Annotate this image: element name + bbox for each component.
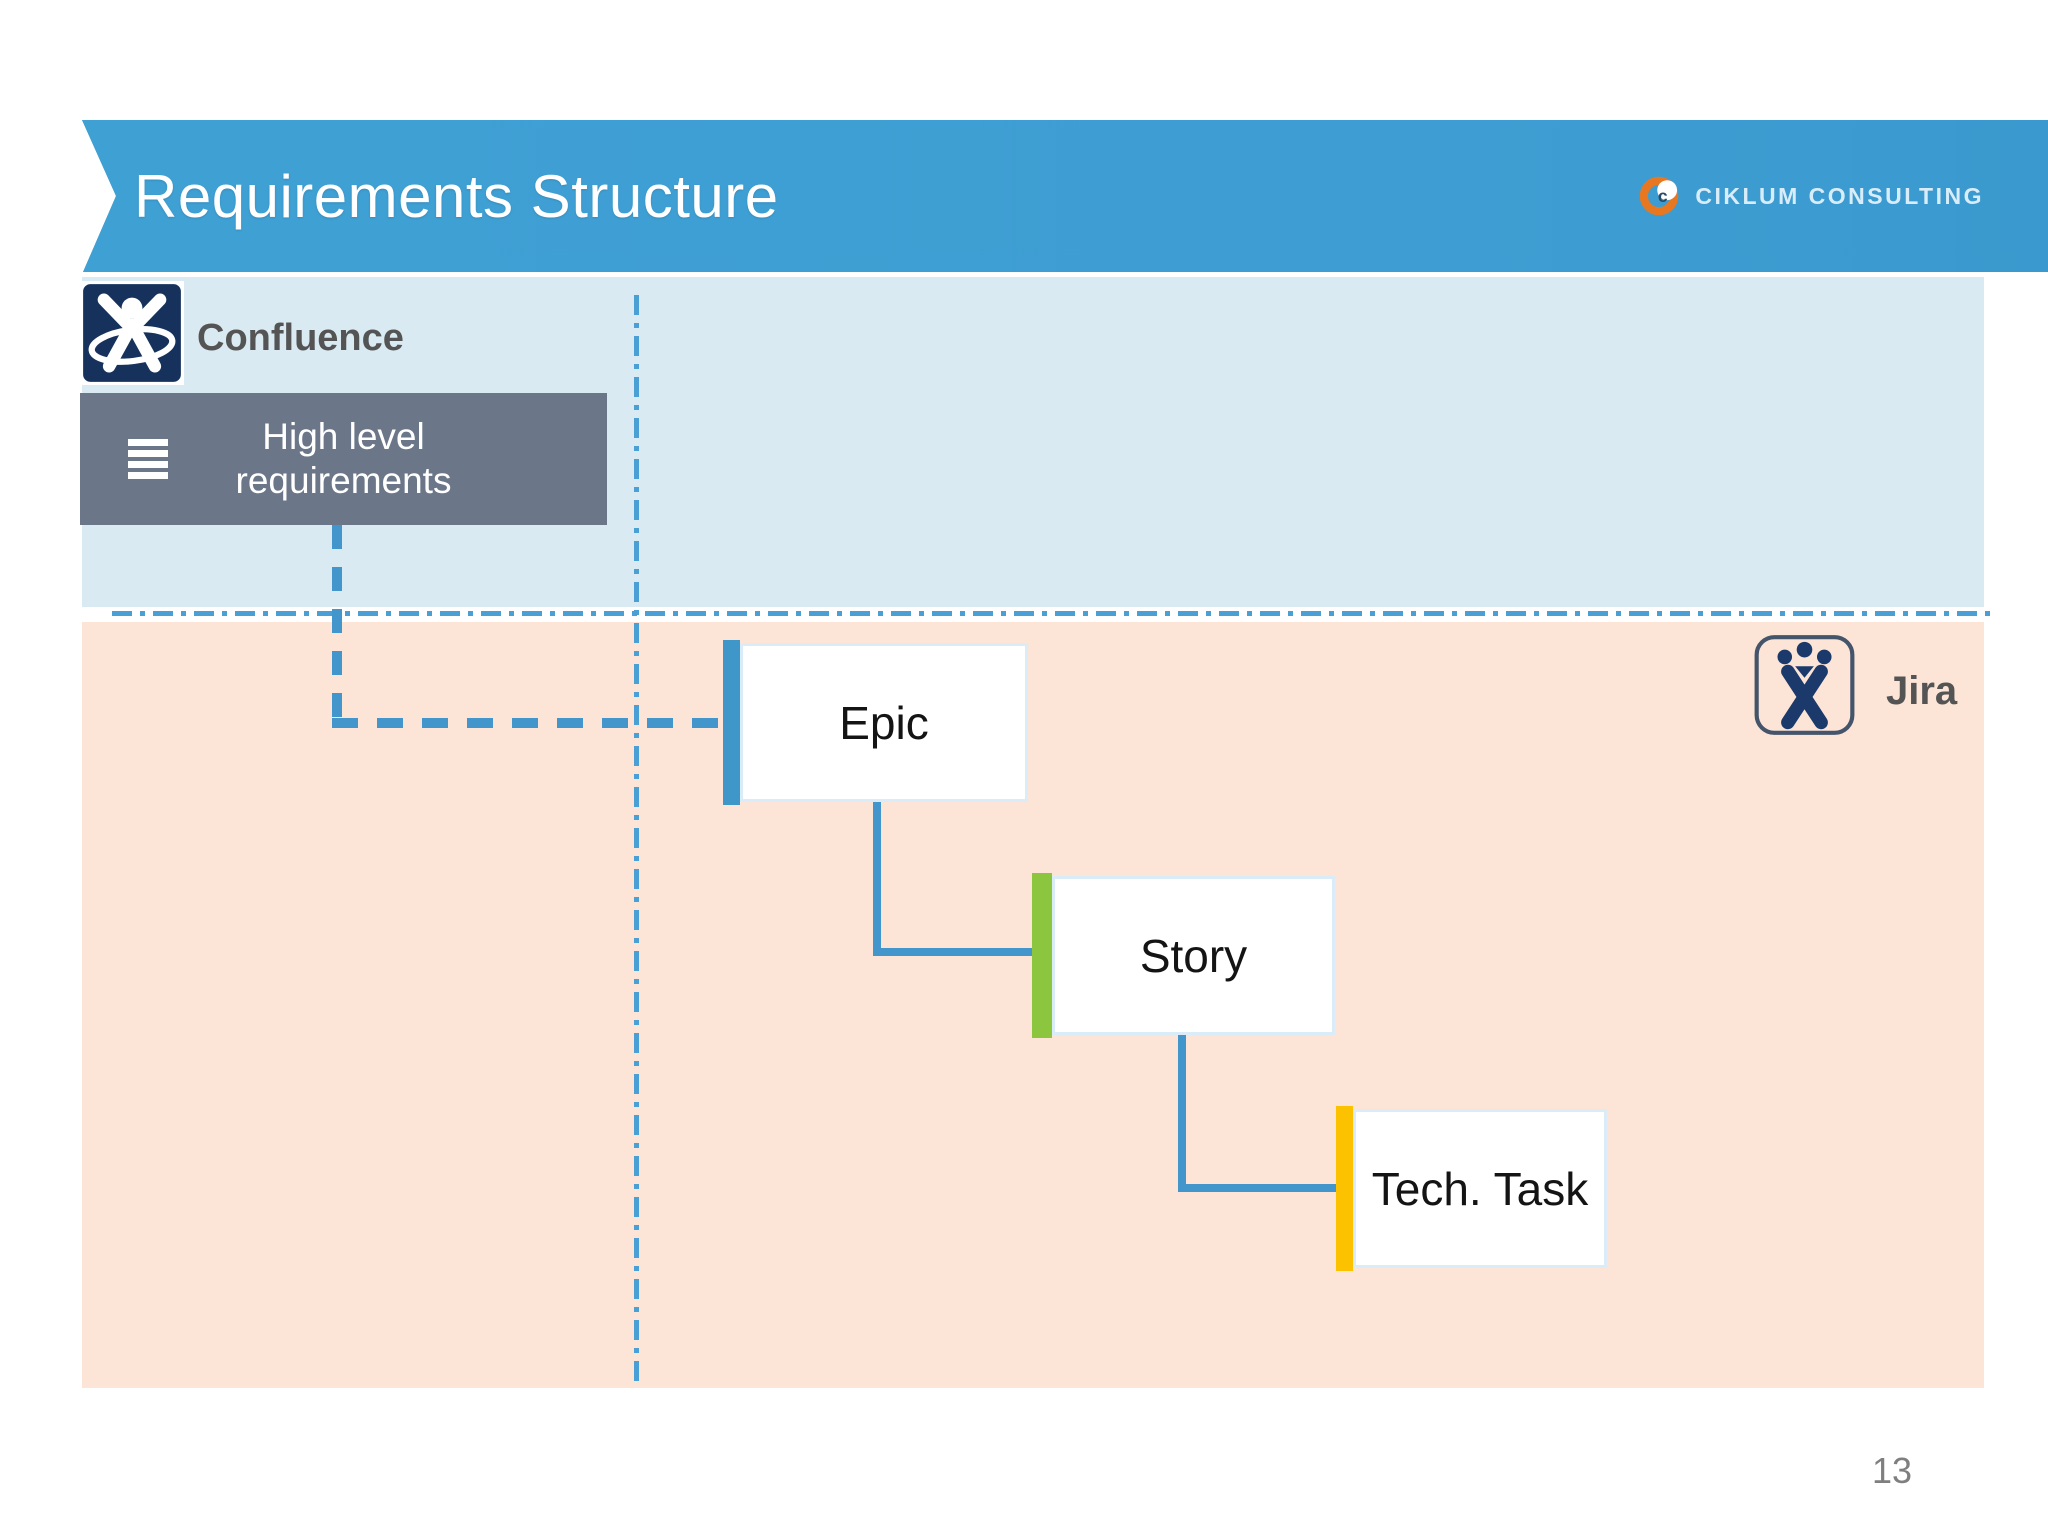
- connector-story-task-horizontal: [1178, 1184, 1338, 1192]
- jira-logo-icon: [1754, 635, 1855, 735]
- story-label: Story: [1139, 929, 1248, 982]
- svg-text:c: c: [1658, 186, 1668, 206]
- dashed-connector-horizontal: [332, 718, 725, 728]
- page-number: 13: [1872, 1450, 1913, 1491]
- epic-node: Epic: [723, 640, 1028, 805]
- confluence-logo-icon: [80, 281, 184, 385]
- connector-story-task-vertical: [1178, 1031, 1186, 1192]
- list-icon: [128, 439, 168, 479]
- brand-name: CIKLUM CONSULTING: [1695, 182, 1984, 209]
- brand-logo: c CIKLUM CONSULTING: [1638, 175, 1984, 217]
- jira-label: Jira: [1886, 669, 1958, 713]
- confluence-label: Confluence: [197, 317, 404, 359]
- high-level-requirements-box: High level requirements: [80, 393, 607, 525]
- epic-node-body: Epic: [740, 643, 1028, 802]
- horizontal-divider-line: [112, 611, 1992, 616]
- tech-task-label: Tech. Task: [1371, 1162, 1589, 1215]
- story-node-body: Story: [1052, 876, 1335, 1035]
- story-accent-bar: [1032, 873, 1052, 1038]
- connector-epic-story-horizontal: [873, 948, 1034, 956]
- epic-accent-bar: [723, 640, 740, 805]
- page-title: Requirements Structure: [134, 162, 779, 230]
- connector-epic-story-vertical: [873, 800, 881, 956]
- dashed-connector-vertical: [332, 525, 342, 725]
- story-node: Story: [1032, 873, 1335, 1038]
- req-line-2: requirements: [235, 460, 452, 501]
- high-level-requirements-label: High level requirements: [236, 415, 452, 502]
- title-banner: Requirements Structure c CIKLUM CONSULTI…: [82, 120, 2048, 272]
- ciklum-logo-icon: c: [1640, 176, 1679, 216]
- req-line-1: High level: [262, 416, 425, 458]
- tech-task-accent-bar: [1336, 1106, 1353, 1271]
- vertical-divider-line: [634, 295, 639, 1385]
- epic-label: Epic: [839, 696, 929, 749]
- tech-task-node: Tech. Task: [1336, 1106, 1607, 1271]
- tech-task-node-body: Tech. Task: [1353, 1109, 1607, 1268]
